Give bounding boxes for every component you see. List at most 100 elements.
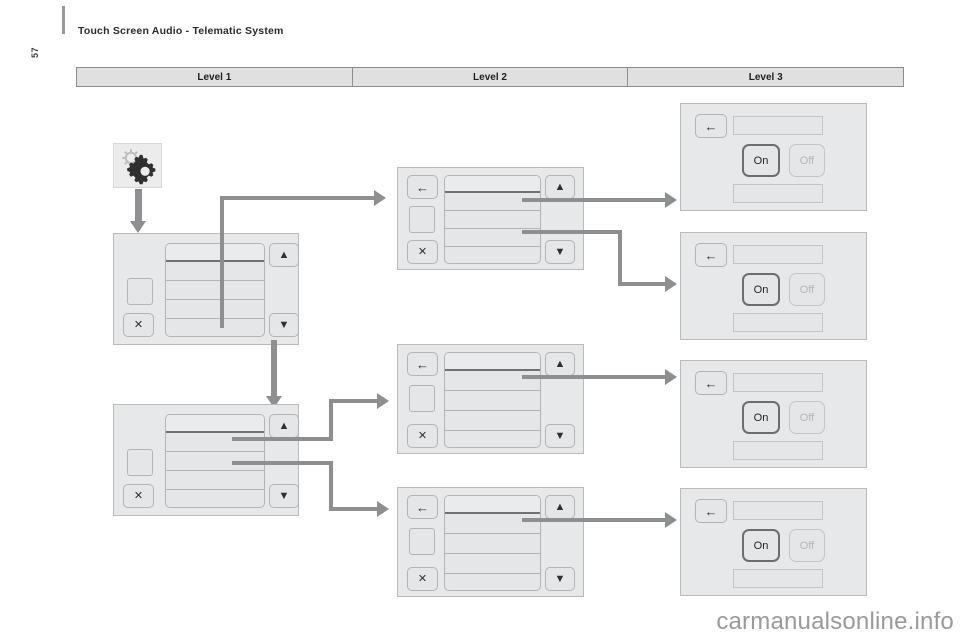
l2-screen-2-down-button[interactable]: ▼ bbox=[545, 424, 575, 448]
l3-screen-3[interactable]: ← On Off bbox=[680, 360, 867, 468]
l3-screen-2-bottombar bbox=[733, 313, 823, 332]
l2-screen-2-up-button[interactable]: ▲ bbox=[545, 352, 575, 376]
list-item[interactable] bbox=[445, 411, 540, 431]
l3-screen-2[interactable]: ← On Off bbox=[680, 232, 867, 340]
l1-screen-2[interactable]: ✕ ▲ ▼ bbox=[113, 404, 299, 516]
list-item[interactable] bbox=[445, 391, 540, 411]
close-icon: ✕ bbox=[417, 245, 428, 258]
list-item[interactable] bbox=[445, 534, 540, 554]
back-arrow-icon: ← bbox=[704, 503, 718, 519]
connector-arrow-l1-2-to-l2-2 bbox=[377, 393, 389, 409]
list-item[interactable] bbox=[445, 554, 540, 574]
l1-screen-2-up-button[interactable]: ▲ bbox=[269, 414, 299, 438]
l1-screen-1-down-button[interactable]: ▼ bbox=[269, 313, 299, 337]
l2-screen-1-down-button[interactable]: ▼ bbox=[545, 240, 575, 264]
l2-screen-1-close-button[interactable]: ✕ bbox=[407, 240, 438, 264]
l2-screen-2-close-button[interactable]: ✕ bbox=[407, 424, 438, 448]
down-arrow-icon: ▼ bbox=[278, 318, 290, 331]
list-item[interactable] bbox=[445, 371, 540, 391]
l3-screen-4-back-button[interactable]: ← bbox=[695, 499, 727, 523]
back-arrow-icon: ← bbox=[416, 179, 429, 195]
up-arrow-icon: ▲ bbox=[554, 180, 566, 193]
site-watermark: carmanualsonline.info bbox=[716, 608, 954, 635]
page-title: Touch Screen Audio - Telematic System bbox=[78, 25, 284, 37]
up-arrow-icon: ▲ bbox=[554, 357, 566, 370]
l2-screen-3-up-button[interactable]: ▲ bbox=[545, 495, 575, 519]
settings-gears-icon bbox=[114, 144, 161, 187]
l2-screen-2[interactable]: ← ✕ ▲ ▼ bbox=[397, 344, 584, 454]
l2-screen-3[interactable]: ← ✕ ▲ ▼ bbox=[397, 487, 584, 597]
l2-screen-1-list[interactable] bbox=[444, 175, 541, 264]
connector-l2-2-row1 bbox=[522, 375, 668, 379]
l3-screen-3-back-button[interactable]: ← bbox=[695, 371, 727, 395]
l3-screen-4[interactable]: ← On Off bbox=[680, 488, 867, 596]
list-item[interactable] bbox=[445, 193, 540, 211]
connector-arrow-source-to-l1 bbox=[130, 221, 146, 233]
l1-screen-2-down-button[interactable]: ▼ bbox=[269, 484, 299, 508]
close-icon: ✕ bbox=[133, 318, 144, 331]
l3-screen-1[interactable]: ← On Off bbox=[680, 103, 867, 211]
l2-screen-1[interactable]: ← ✕ ▲ ▼ bbox=[397, 167, 584, 270]
list-item[interactable] bbox=[445, 353, 540, 371]
l1-screen-1[interactable]: ✕ ▲ ▼ bbox=[113, 233, 299, 345]
close-icon: ✕ bbox=[133, 489, 144, 502]
l1-screen-2-close-button[interactable]: ✕ bbox=[123, 484, 154, 508]
l3-screen-4-off-button[interactable]: Off bbox=[789, 529, 825, 562]
connector-arrow-l2-2-to-l3-3 bbox=[665, 369, 677, 385]
list-item[interactable] bbox=[445, 496, 540, 514]
list-item[interactable] bbox=[166, 244, 264, 262]
list-item[interactable] bbox=[445, 514, 540, 534]
l3-screen-1-off-button[interactable]: Off bbox=[789, 144, 825, 177]
list-item[interactable] bbox=[166, 452, 264, 471]
back-arrow-icon: ← bbox=[416, 499, 429, 515]
l1-screen-2-list[interactable] bbox=[165, 414, 265, 508]
l3-screen-4-on-button[interactable]: On bbox=[742, 529, 780, 562]
l1-screen-2-thumbnail bbox=[127, 449, 153, 476]
l1-screen-1-close-button[interactable]: ✕ bbox=[123, 313, 154, 337]
l3-screen-1-back-button[interactable]: ← bbox=[695, 114, 727, 138]
l3-screen-2-on-button[interactable]: On bbox=[742, 273, 780, 306]
list-item[interactable] bbox=[166, 471, 264, 490]
connector-l1-2-row2-stub bbox=[232, 461, 332, 465]
l3-screen-1-on-button[interactable]: On bbox=[742, 144, 780, 177]
connector-source-to-l1 bbox=[135, 189, 142, 223]
list-item[interactable] bbox=[166, 415, 264, 433]
connector-l2-1-row2 bbox=[522, 230, 621, 234]
level-header-row: Level 1 Level 2 Level 3 bbox=[76, 67, 904, 87]
l3-screen-3-on-button[interactable]: On bbox=[742, 401, 780, 434]
l1-screen-1-list[interactable] bbox=[165, 243, 265, 337]
list-item[interactable] bbox=[445, 247, 540, 263]
l3-screen-2-titlebar bbox=[733, 245, 823, 264]
list-item[interactable] bbox=[445, 176, 540, 193]
list-item[interactable] bbox=[166, 281, 264, 300]
list-item[interactable] bbox=[445, 211, 540, 229]
settings-source-tile[interactable] bbox=[113, 143, 162, 188]
l2-screen-1-back-button[interactable]: ← bbox=[407, 175, 438, 199]
list-item[interactable] bbox=[445, 229, 540, 247]
list-item[interactable] bbox=[445, 431, 540, 447]
l3-screen-4-titlebar bbox=[733, 501, 823, 520]
l1-screen-1-up-button[interactable]: ▲ bbox=[269, 243, 299, 267]
l3-screen-2-off-button[interactable]: Off bbox=[789, 273, 825, 306]
l3-screen-2-back-button[interactable]: ← bbox=[695, 243, 727, 267]
l2-screen-1-up-button[interactable]: ▲ bbox=[545, 175, 575, 199]
down-arrow-icon: ▼ bbox=[554, 429, 566, 442]
l2-screen-3-back-button[interactable]: ← bbox=[407, 495, 438, 519]
l3-screen-3-off-button[interactable]: Off bbox=[789, 401, 825, 434]
list-item[interactable] bbox=[166, 319, 264, 336]
list-item[interactable] bbox=[166, 433, 264, 452]
l2-screen-2-list[interactable] bbox=[444, 352, 541, 448]
l2-screen-3-list[interactable] bbox=[444, 495, 541, 591]
l2-screen-2-thumbnail bbox=[409, 385, 435, 412]
l2-screen-3-close-button[interactable]: ✕ bbox=[407, 567, 438, 591]
l2-screen-3-down-button[interactable]: ▼ bbox=[545, 567, 575, 591]
list-item[interactable] bbox=[166, 490, 264, 507]
list-item[interactable] bbox=[445, 574, 540, 590]
l2-screen-2-back-button[interactable]: ← bbox=[407, 352, 438, 376]
list-item[interactable] bbox=[166, 300, 264, 319]
list-item[interactable] bbox=[166, 262, 264, 281]
down-arrow-icon: ▼ bbox=[554, 245, 566, 258]
down-arrow-icon: ▼ bbox=[278, 489, 290, 502]
up-arrow-icon: ▲ bbox=[278, 419, 290, 432]
l2-screen-3-thumbnail bbox=[409, 528, 435, 555]
